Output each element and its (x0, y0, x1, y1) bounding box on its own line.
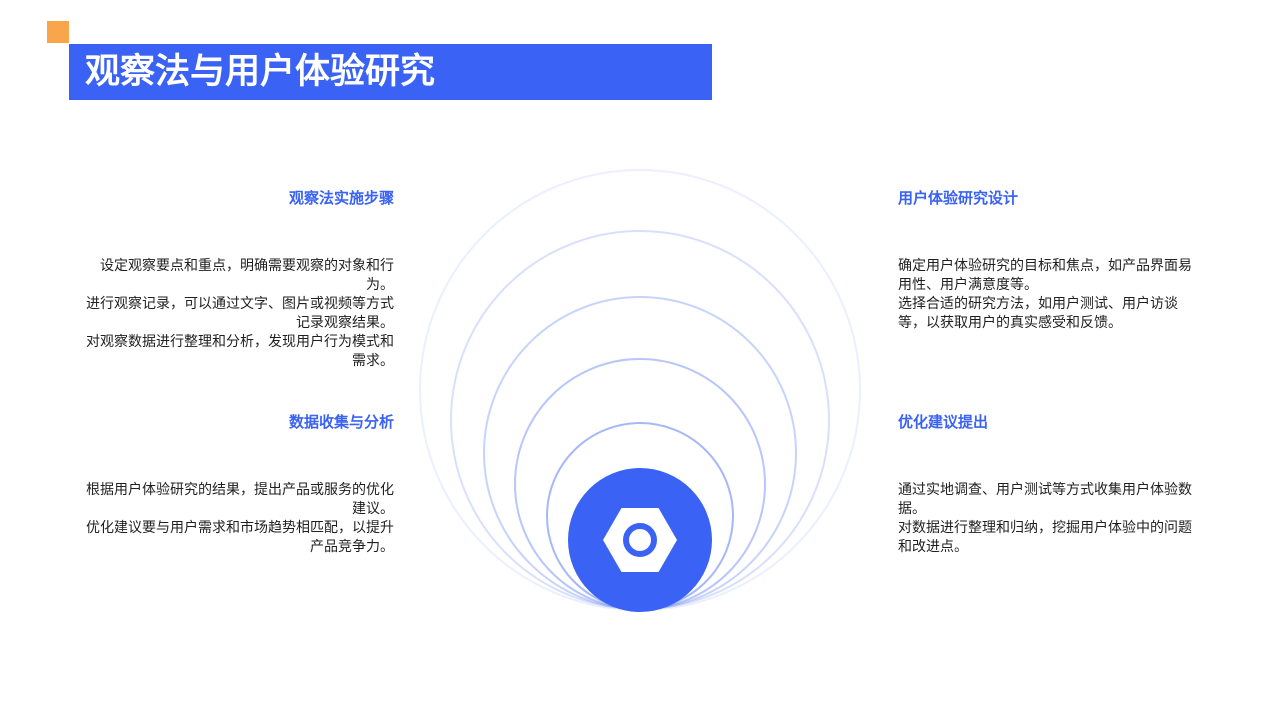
section-heading: 数据收集与分析 (288, 413, 394, 431)
section-body: 确定用户体验研究的目标和焦点，如产品界面易用性、用户满意度等。 选择合适的研究方… (898, 257, 1198, 333)
section-body: 根据用户体验研究的结果，提出产品或服务的优化建议。 优化建议要与用户需求和市场趋… (74, 481, 394, 557)
body-line: 选择合适的研究方法，如用户测试、用户访谈等，以获取用户的真实感受和反馈。 (898, 296, 1178, 331)
title-bar: 观察法与用户体验研究 (69, 44, 712, 100)
section-data-collection: 数据收集与分析 根据用户体验研究的结果，提出产品或服务的优化建议。 优化建议要与… (74, 412, 394, 557)
section-heading: 用户体验研究设计 (898, 189, 1019, 207)
page-title: 观察法与用户体验研究 (85, 52, 436, 92)
section-ux-research-design: 用户体验研究设计 确定用户体验研究的目标和焦点，如产品界面易用性、用户满意度等。… (898, 188, 1198, 333)
section-optimization-proposal: 优化建议提出 通过实地调查、用户测试等方式收集用户体验数据。 对数据进行整理和归… (898, 412, 1198, 557)
body-line: 优化建议要与用户需求和市场趋势相匹配，以提升产品竞争力。 (86, 520, 394, 555)
section-heading: 观察法实施步骤 (288, 189, 394, 207)
section-body: 设定观察要点和重点，明确需要观察的对象和行为。 进行观察记录，可以通过文字、图片… (74, 257, 394, 371)
concentric-circles-graphic (419, 169, 861, 612)
section-heading: 优化建议提出 (898, 413, 989, 431)
body-line: 通过实地调查、用户测试等方式收集用户体验数据。 (898, 482, 1192, 517)
body-line: 对观察数据进行整理和分析，发现用户行为模式和需求。 (86, 334, 394, 369)
body-line: 根据用户体验研究的结果，提出产品或服务的优化建议。 (86, 482, 394, 517)
section-observation-steps: 观察法实施步骤 设定观察要点和重点，明确需要观察的对象和行为。 进行观察记录，可… (74, 188, 394, 371)
body-line: 设定观察要点和重点，明确需要观察的对象和行为。 (100, 258, 394, 293)
body-line: 对数据进行整理和归纳，挖掘用户体验中的问题和改进点。 (898, 520, 1192, 555)
section-body: 通过实地调查、用户测试等方式收集用户体验数据。 对数据进行整理和归纳，挖掘用户体… (898, 481, 1198, 557)
hexagon-nut-icon (603, 508, 677, 572)
body-line: 确定用户体验研究的目标和焦点，如产品界面易用性、用户满意度等。 (898, 258, 1192, 293)
accent-square (47, 21, 69, 43)
body-line: 进行观察记录，可以通过文字、图片或视频等方式记录观察结果。 (86, 296, 394, 331)
